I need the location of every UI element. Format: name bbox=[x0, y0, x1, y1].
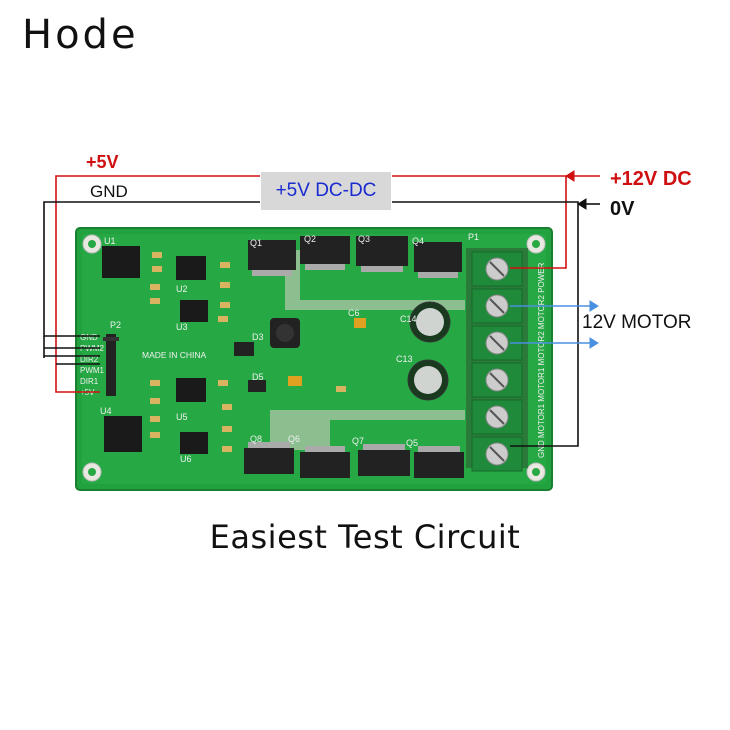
pin-header bbox=[103, 334, 119, 396]
silk-q5: Q5 bbox=[406, 438, 418, 448]
label-zero-v: 0V bbox=[610, 198, 635, 220]
mosfets-bottom bbox=[244, 442, 464, 478]
silk-u5: U5 bbox=[176, 412, 188, 422]
silk-p2: P2 bbox=[110, 320, 121, 330]
silk-q3: Q3 bbox=[358, 234, 370, 244]
header-pin-label: GND bbox=[80, 333, 98, 342]
power-traces bbox=[270, 250, 465, 450]
caption: Easiest Test Circuit bbox=[209, 518, 521, 556]
silk-p1: P1 bbox=[468, 232, 479, 242]
mosfets-top bbox=[248, 236, 462, 278]
silk-q4: Q4 bbox=[412, 236, 424, 246]
silk-q6: Q6 bbox=[288, 434, 300, 444]
silk-u2: U2 bbox=[176, 284, 188, 294]
wiring bbox=[43, 175, 579, 447]
arrow-0v bbox=[577, 198, 600, 210]
silk-u4: U4 bbox=[100, 406, 112, 416]
electrolytic-capacitors bbox=[407, 301, 451, 401]
silk-u1: U1 bbox=[104, 236, 116, 246]
header-pin-label: PWM1 bbox=[80, 366, 105, 375]
silk-q2: Q2 bbox=[304, 234, 316, 244]
silk-c6: C6 bbox=[348, 308, 360, 318]
silk-c14: C14 bbox=[400, 314, 417, 324]
arrow-12v bbox=[565, 170, 600, 182]
motor-arrows bbox=[510, 300, 599, 349]
header-pin-label: DIR2 bbox=[80, 355, 99, 364]
label-dcdc: +5V DC-DC bbox=[261, 172, 391, 210]
label-plus5v: +5V bbox=[86, 152, 119, 172]
label-plus12v: +12V DC bbox=[610, 168, 692, 190]
smd-components bbox=[150, 252, 366, 452]
silk-c13: C13 bbox=[396, 354, 413, 364]
brand-logo: Hode bbox=[22, 12, 139, 58]
silk-q8: Q8 bbox=[250, 434, 262, 444]
header-pin-label: DIR1 bbox=[80, 377, 99, 386]
silk-q7: Q7 bbox=[352, 436, 364, 446]
silk-q1: Q1 bbox=[250, 238, 262, 248]
silk-u3: U3 bbox=[176, 322, 188, 332]
silk-u6: U6 bbox=[180, 454, 192, 464]
silk-d5: D5 bbox=[252, 372, 264, 382]
label-gnd: GND bbox=[90, 182, 128, 201]
screw-terminal-block bbox=[466, 248, 528, 472]
silk-terminal-label: GND MOTOR1 MOTOR1 MOTOR2 MOTOR2 POWER bbox=[537, 262, 546, 458]
silk-d3: D3 bbox=[252, 332, 264, 342]
ic-chips bbox=[102, 246, 208, 454]
silk-made-in: MADE IN CHINA bbox=[142, 350, 207, 360]
label-motor: 12V MOTOR bbox=[582, 312, 692, 333]
